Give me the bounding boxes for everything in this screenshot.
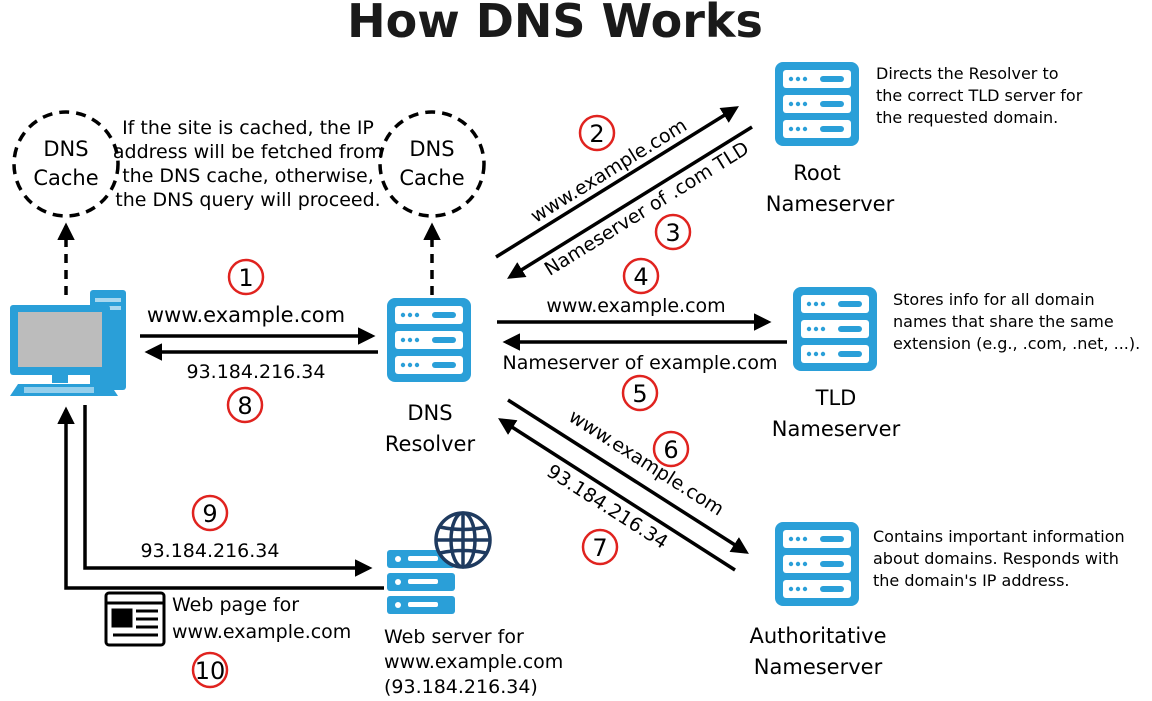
webserver-label-line: Web server for <box>384 626 524 648</box>
arrow-step10 <box>57 406 384 590</box>
auth-description: Contains important information about dom… <box>873 527 1125 590</box>
step-badge-1: 1 <box>227 258 265 296</box>
root-description: Directs the Resolver to the correct TLD … <box>876 64 1083 127</box>
resolver-label-line2: Resolver <box>385 432 476 456</box>
label-step4: www.example.com <box>546 295 725 317</box>
step-badge-3: 3 <box>654 213 692 251</box>
tld-nameserver-server-icon <box>793 287 877 371</box>
dns-cache-resolver: DNS Cache <box>378 110 486 218</box>
cache-resolver-line1: DNS <box>409 137 454 161</box>
authoritative-nameserver-server-icon <box>775 522 859 606</box>
step-badge-6: 6 <box>652 430 690 468</box>
arrow-step9 <box>83 405 373 577</box>
arrow-step7 <box>498 418 736 572</box>
cache-note-line: If the site is cached, the IP <box>122 117 374 139</box>
webserver-label-line: (93.184.216.34) <box>384 676 538 698</box>
tld-description: Stores info for all domain names that sh… <box>893 290 1140 353</box>
cache-note: If the site is cached, the IP address wi… <box>113 117 383 211</box>
tld-desc-line: extension (e.g., .com, .net, ...). <box>893 334 1140 353</box>
dns-resolver-server-icon <box>387 298 471 382</box>
tld-label-line1: TLD <box>815 386 857 410</box>
label-step5: Nameserver of example.com <box>503 352 778 374</box>
label-step8: 93.184.216.34 <box>186 361 325 383</box>
dns-cache-client: DNS Cache <box>12 110 120 218</box>
cache-note-line: address will be fetched from <box>113 141 383 163</box>
diagram-title: How DNS Works <box>347 0 763 48</box>
tld-desc-line: Stores info for all domain <box>893 290 1095 309</box>
webpage-label-line: Web page for <box>172 594 299 616</box>
step-number: 1 <box>238 264 253 292</box>
step-badge-4: 4 <box>622 257 660 295</box>
step-badge-5: 5 <box>621 374 659 412</box>
root-desc-line: Directs the Resolver to <box>876 64 1059 83</box>
step-badge-7: 7 <box>581 528 619 566</box>
auth-desc-line: Contains important information <box>873 527 1125 546</box>
root-nameserver-server-icon <box>775 62 859 146</box>
step-number: 2 <box>589 120 604 148</box>
step-badge-2: 2 <box>578 114 616 152</box>
auth-desc-line: about domains. Responds with <box>873 549 1119 568</box>
cache-note-line: the DNS cache, otherwise, <box>122 165 374 187</box>
cache-note-line: the DNS query will proceed. <box>115 189 380 211</box>
tld-desc-line: names that share the same <box>893 312 1114 331</box>
webserver-label-line: www.example.com <box>384 651 563 673</box>
label-step9: 93.184.216.34 <box>140 540 279 562</box>
step-number: 3 <box>665 219 680 247</box>
arrow-step6 <box>507 398 749 554</box>
step-number: 6 <box>663 436 678 464</box>
arrow-step3 <box>507 125 753 279</box>
step-number: 8 <box>237 392 252 420</box>
root-desc-line: the correct TLD server for <box>876 86 1083 105</box>
webpage-icon <box>104 591 166 647</box>
auth-label-line2: Nameserver <box>754 655 883 679</box>
tld-label-line2: Nameserver <box>772 417 901 441</box>
auth-desc-line: the domain's IP address. <box>873 571 1069 590</box>
step-badge-10: 10 <box>191 651 229 689</box>
resolver-label-line1: DNS <box>407 401 452 425</box>
step-badge-9: 9 <box>191 494 229 532</box>
step-number: 5 <box>632 380 647 408</box>
desktop-computer-icon <box>10 290 126 396</box>
root-label-line1: Root <box>793 161 841 185</box>
step-number: 4 <box>633 263 648 291</box>
web-server-icon <box>387 550 455 614</box>
auth-label-line1: Authoritative <box>749 624 886 648</box>
step-number: 7 <box>592 534 607 562</box>
label-step1: www.example.com <box>147 303 345 327</box>
step-badge-8: 8 <box>226 386 264 424</box>
cache-client-line2: Cache <box>33 166 98 190</box>
cache-client-line1: DNS <box>43 137 88 161</box>
webpage-label: Web page for www.example.com <box>172 594 351 643</box>
webpage-label-line: www.example.com <box>172 621 351 643</box>
root-label-line2: Nameserver <box>766 192 895 216</box>
arrow-step2 <box>495 106 739 259</box>
step-number: 10 <box>195 657 226 685</box>
webserver-label: Web server for www.example.com (93.184.2… <box>384 626 563 698</box>
step-number: 9 <box>202 500 217 528</box>
cache-resolver-line2: Cache <box>399 166 464 190</box>
root-desc-line: the requested domain. <box>876 108 1058 127</box>
globe-icon <box>434 511 492 569</box>
